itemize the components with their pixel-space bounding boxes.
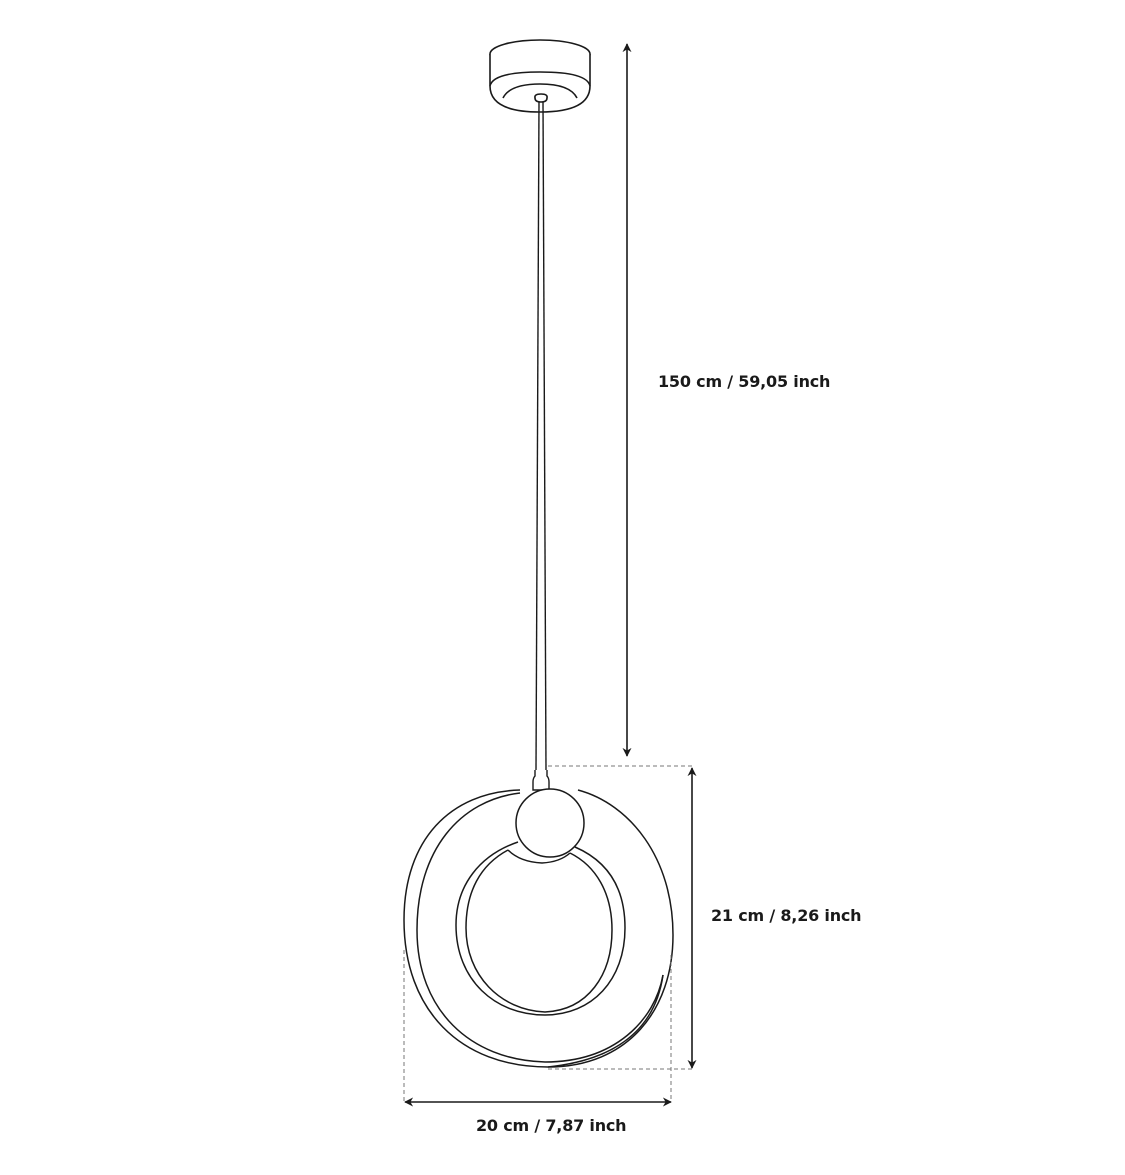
inner-ring bbox=[455, 841, 626, 1016]
outer-ring-shade bbox=[403, 789, 674, 1068]
shade-width-label: 20 cm / 7,87 inch bbox=[476, 1116, 627, 1135]
cable-connector bbox=[532, 770, 550, 791]
globe-bulb bbox=[515, 788, 585, 858]
total-drop-label: 150 cm / 59,05 inch bbox=[658, 372, 831, 391]
extension-lines bbox=[403, 765, 692, 1102]
shade-height-label: 21 cm / 8,26 inch bbox=[711, 906, 862, 925]
suspension-cable bbox=[535, 101, 547, 771]
ceiling-canopy bbox=[489, 39, 591, 113]
